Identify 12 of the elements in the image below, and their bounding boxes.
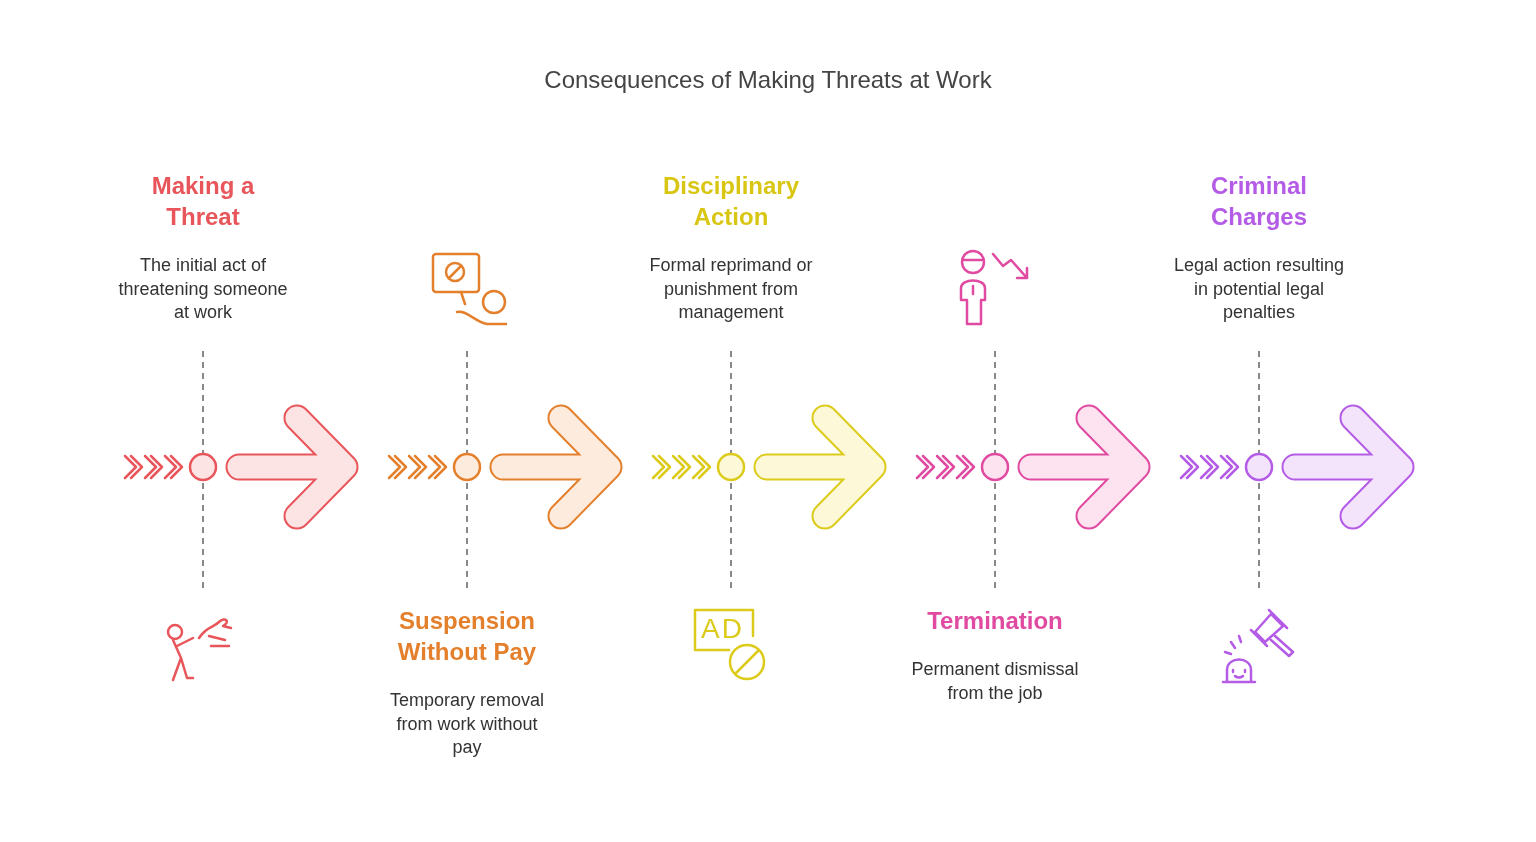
- stage-description: Temporary removal from work without pay: [388, 689, 545, 759]
- stage-heading: Disciplinary Action: [661, 171, 801, 232]
- stage-heading: Suspension Without Pay: [396, 606, 538, 667]
- stage-description: The initial act of threatening someone at work: [117, 254, 289, 324]
- stage-description: Permanent dismissal from the job: [910, 658, 1080, 705]
- stage-heading: Criminal Charges: [1209, 171, 1308, 232]
- diagram-title: Consequences of Making Threats at Work: [543, 65, 993, 95]
- stage-heading: Making a Threat: [150, 171, 256, 232]
- stage-description: Formal reprimand or punishment from management: [648, 254, 814, 324]
- icon-text: AD: [701, 612, 744, 646]
- stage-heading: Termination: [926, 606, 1064, 636]
- stage-description: Legal action resulting in potential legal penalties: [1173, 254, 1345, 324]
